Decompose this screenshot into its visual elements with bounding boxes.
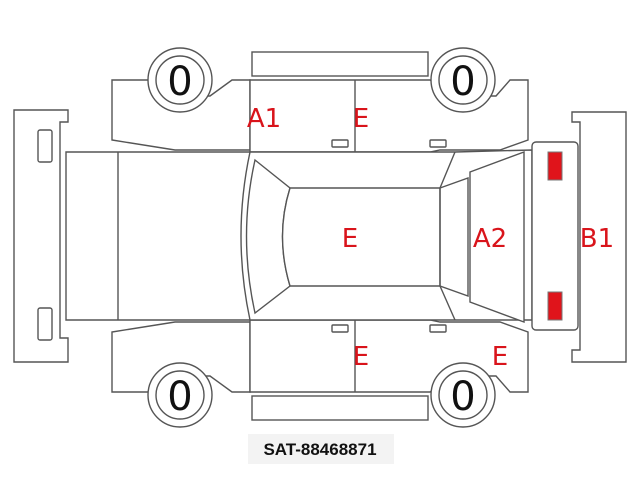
front-bumper	[13, 109, 69, 363]
hood	[65, 151, 251, 321]
damage-code-rear-window: A2	[473, 224, 507, 254]
rear-window	[469, 150, 525, 324]
rear-lamp-top	[547, 151, 563, 181]
right-side-body	[111, 319, 529, 421]
tire-right-rear-count: 0	[450, 374, 475, 420]
caption-label: SAT-88468871	[248, 434, 394, 464]
tire-left-rear-count: 0	[450, 59, 475, 105]
rear-bumper	[571, 111, 627, 363]
tire-right-rear: 0	[430, 362, 496, 428]
tire-left-front: 0	[147, 47, 213, 113]
tire-right-front: 0	[147, 362, 213, 428]
tire-left-rear: 0	[430, 47, 496, 113]
cabin	[240, 149, 533, 321]
rear-lamp-bottom	[547, 291, 563, 321]
damage-code-left-front-door: A1	[247, 104, 281, 134]
damage-code-right-rear-door: E	[353, 342, 369, 372]
damage-code-roof: E	[342, 224, 358, 254]
rear-panel	[531, 141, 579, 331]
damage-code-right-rear-quarter: E	[492, 342, 508, 372]
tire-right-front-count: 0	[167, 374, 192, 420]
damage-code-left-rear-door: E	[353, 104, 369, 134]
caption-text: SAT-88468871	[263, 440, 376, 459]
damage-code-rear-bumper: B1	[580, 224, 614, 254]
tire-left-front-count: 0	[167, 59, 192, 105]
